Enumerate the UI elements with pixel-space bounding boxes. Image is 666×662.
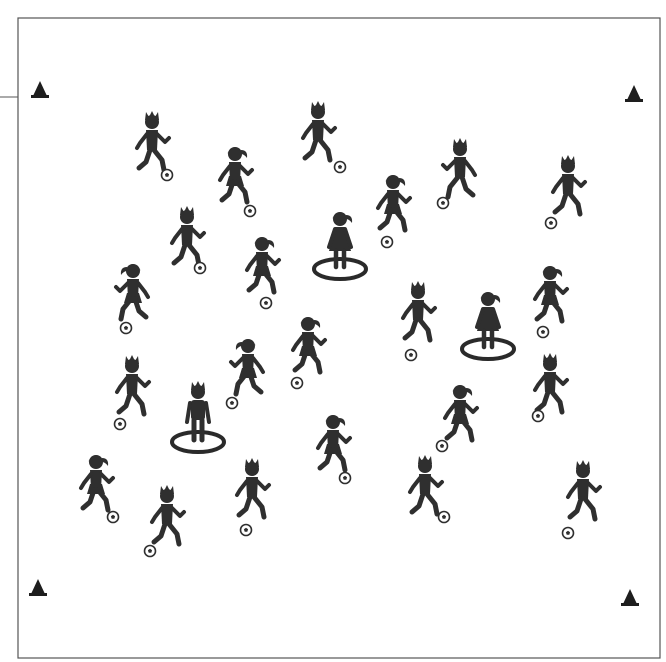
player-figure — [535, 353, 567, 412]
ball-icon — [563, 528, 574, 539]
ball-icon — [121, 323, 132, 334]
player-figure — [117, 355, 149, 414]
ball-icon — [538, 327, 549, 338]
ball-icon — [245, 206, 256, 217]
cone-icon — [625, 85, 643, 102]
player-figure — [237, 458, 269, 517]
ball-icon — [439, 512, 450, 523]
field-border — [18, 18, 660, 658]
ball-icon — [115, 419, 126, 430]
ball-icon — [261, 298, 272, 309]
player-figure — [293, 317, 325, 372]
player-figure — [81, 455, 113, 510]
cones-layer — [29, 81, 643, 606]
player-figure — [172, 206, 204, 265]
cone-icon — [29, 579, 47, 596]
ball-icon — [340, 473, 351, 484]
ball-icon — [162, 170, 173, 181]
hoop-ring — [314, 259, 366, 279]
ball-icon — [438, 198, 449, 209]
hoop-ring — [172, 432, 224, 452]
players-layer — [81, 101, 600, 557]
player-figure — [137, 111, 169, 170]
cone-icon — [31, 81, 49, 98]
player-figure — [445, 385, 477, 440]
ball-icon — [241, 525, 252, 536]
ball-icon — [406, 350, 417, 361]
hoop-ring — [462, 339, 514, 359]
player-figure — [410, 455, 442, 514]
player-figure — [152, 485, 184, 544]
ball-icon — [382, 237, 393, 248]
ball-icon — [292, 378, 303, 389]
player-figure — [220, 147, 252, 202]
player-figure — [378, 175, 410, 230]
ball-icon — [335, 162, 346, 173]
player-figure — [116, 264, 148, 319]
player-figure — [303, 101, 335, 160]
ball-icon — [533, 411, 544, 422]
cone-icon — [621, 589, 639, 606]
player-figure — [443, 138, 475, 197]
ball-icon — [195, 263, 206, 274]
player-figure — [535, 266, 567, 321]
player-figure — [318, 415, 350, 470]
ball-icon — [437, 441, 448, 452]
player-figure — [247, 237, 279, 292]
player-figure — [553, 155, 585, 214]
ball-icon — [546, 218, 557, 229]
player-figure — [403, 281, 435, 340]
player-figure — [231, 339, 263, 394]
ball-icon — [108, 512, 119, 523]
player-figure — [568, 460, 600, 519]
ball-icon — [145, 546, 156, 557]
ball-icon — [227, 398, 238, 409]
